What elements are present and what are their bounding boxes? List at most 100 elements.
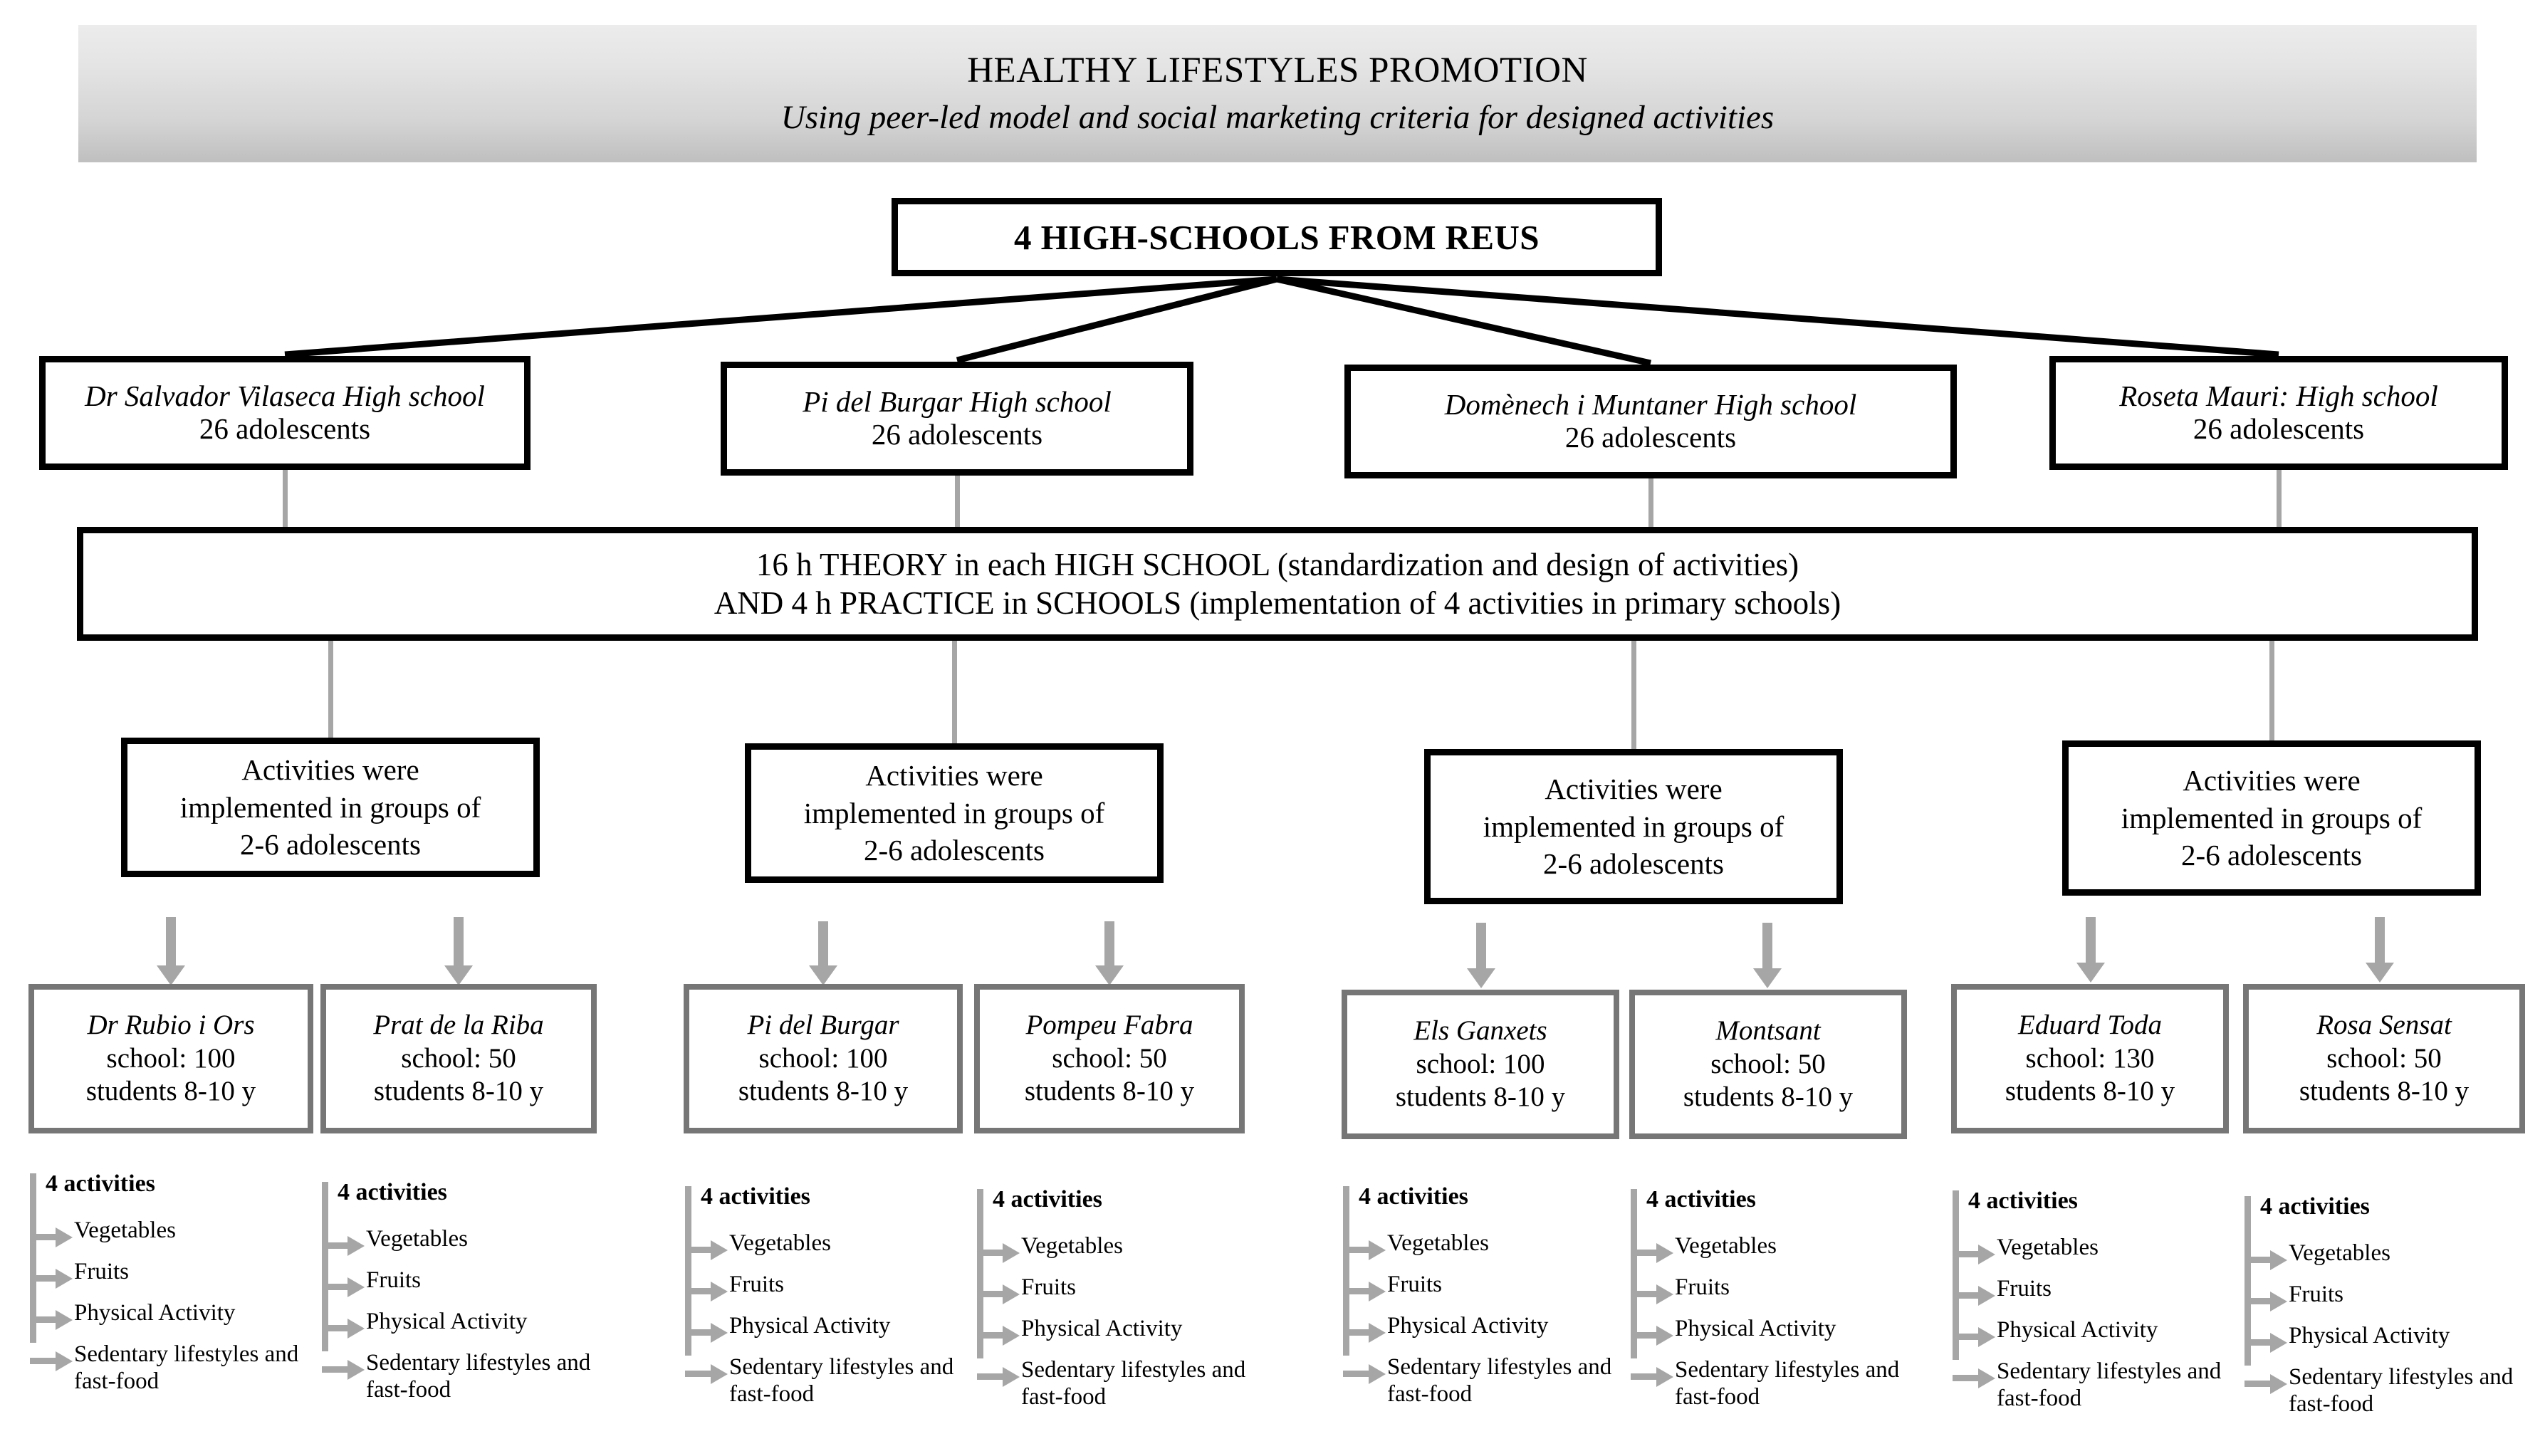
activity-item-label: Vegetables xyxy=(1021,1233,1123,1259)
primary-school-name: Montsant xyxy=(1715,1015,1821,1046)
activity-list-header: 4 activities xyxy=(1359,1183,1468,1210)
aw-line-3: 2-6 adolescents xyxy=(864,834,1045,867)
activity-list-0: 4 activities Vegetables Fruits Physical … xyxy=(30,1170,315,1394)
activity-spine xyxy=(1953,1190,1959,1360)
activity-item-label: Vegetables xyxy=(729,1230,831,1256)
arrow-right-icon xyxy=(30,1309,74,1330)
activity-item-label: Fruits xyxy=(366,1267,422,1293)
connector-theory-aw2 xyxy=(1631,641,1636,752)
activity-item: Physical Activity xyxy=(685,1313,890,1343)
activity-item: Sedentary lifestyles and fast-food xyxy=(1343,1354,1628,1408)
activity-spine xyxy=(977,1189,983,1358)
header-banner: HEALTHY LIFESTYLES PROMOTION Using peer-… xyxy=(78,25,2477,162)
high-school-box-1: Pi del Burgar High school 26 adolescents xyxy=(721,362,1193,476)
aw-line-2: implemented in groups of xyxy=(1483,810,1784,843)
arrow-right-icon xyxy=(1953,1243,1997,1264)
activity-item: Vegetables xyxy=(685,1230,831,1260)
primary-school-box-7: Rosa Sensat school: 50 students 8-10 y xyxy=(2243,984,2525,1133)
high-school-box-3: Roseta Mauri: High school 26 adolescents xyxy=(2049,356,2508,470)
high-school-name: Domènech i Muntaner High school xyxy=(1444,388,1857,421)
primary-school-count: school: 100 xyxy=(1416,1048,1545,1079)
activity-item-label: Sedentary lifestyles and fast-food xyxy=(74,1341,299,1394)
primary-school-count: school: 100 xyxy=(106,1042,236,1074)
connector-hs1-theory xyxy=(955,476,960,531)
activity-item-label: Fruits xyxy=(1997,1276,2052,1302)
primary-school-box-6: Eduard Toda school: 130 students 8-10 y xyxy=(1951,984,2229,1133)
activity-spine xyxy=(322,1182,328,1351)
arrow-right-icon xyxy=(1343,1363,1387,1384)
activity-item: Physical Activity xyxy=(2244,1323,2450,1353)
activity-item-label: Vegetables xyxy=(74,1217,176,1243)
high-school-box-2: Domènech i Muntaner High school 26 adole… xyxy=(1344,365,1957,478)
activity-item: Sedentary lifestyles and fast-food xyxy=(322,1350,607,1403)
activity-list-4: 4 activities Vegetables Fruits Physical … xyxy=(1343,1183,1628,1407)
arrow-right-icon xyxy=(1343,1239,1387,1260)
activity-item-label: Sedentary lifestyles and fast-food xyxy=(1021,1357,1246,1410)
activity-item: Sedentary lifestyles and fast-food xyxy=(2244,1364,2529,1418)
arrow-right-icon xyxy=(977,1324,1021,1346)
activity-list-7: 4 activities Vegetables Fruits Physical … xyxy=(2244,1193,2529,1417)
high-school-count: 26 adolescents xyxy=(871,418,1043,451)
activity-item: Vegetables xyxy=(977,1233,1123,1263)
connector-hs0-theory xyxy=(283,470,288,531)
activities-implemented-box-2: Activities were implemented in groups of… xyxy=(1424,749,1843,904)
arrow-right-icon xyxy=(685,1363,729,1384)
page-title: HEALTHY LIFESTYLES PROMOTION xyxy=(967,51,1588,91)
aw-line-1: Activities were xyxy=(865,759,1043,792)
activity-item: Physical Activity xyxy=(977,1316,1182,1346)
root-title-box: 4 HIGH-SCHOOLS FROM REUS xyxy=(892,198,1662,276)
activity-spine xyxy=(685,1186,691,1356)
arrow-down-to-school-3 xyxy=(1095,921,1124,985)
theory-line: 16 h THEORY in each HIGH SCHOOL (standar… xyxy=(756,547,1799,582)
activity-list-3: 4 activities Vegetables Fruits Physical … xyxy=(977,1186,1262,1410)
primary-school-box-5: Montsant school: 50 students 8-10 y xyxy=(1629,990,1907,1139)
activity-item-label: Vegetables xyxy=(1675,1233,1777,1259)
primary-school-name: Prat de la Riba xyxy=(373,1009,544,1040)
arrow-right-icon xyxy=(1631,1242,1675,1263)
activity-list-1: 4 activities Vegetables Fruits Physical … xyxy=(322,1179,607,1403)
primary-school-students: students 8-10 y xyxy=(2299,1076,2470,1107)
activity-item: Fruits xyxy=(2244,1282,2343,1311)
arrow-right-icon xyxy=(685,1239,729,1260)
arrow-right-icon xyxy=(685,1321,729,1343)
arrow-right-icon xyxy=(1953,1326,1997,1347)
activity-spine xyxy=(1631,1189,1637,1358)
arrow-right-icon xyxy=(1631,1324,1675,1346)
high-school-name: Dr Salvador Vilaseca High school xyxy=(85,379,485,413)
activity-item: Fruits xyxy=(322,1267,421,1297)
primary-school-students: students 8-10 y xyxy=(2005,1076,2175,1107)
activity-item: Fruits xyxy=(1953,1276,2052,1306)
activity-item-label: Vegetables xyxy=(1387,1230,1489,1256)
activity-spine xyxy=(30,1173,36,1343)
aw-line-2: implemented in groups of xyxy=(179,790,481,824)
primary-school-box-3: Pompeu Fabra school: 50 students 8-10 y xyxy=(974,984,1245,1133)
activity-item-label: Sedentary lifestyles and fast-food xyxy=(1387,1354,1612,1407)
activity-item: Sedentary lifestyles and fast-food xyxy=(685,1354,970,1408)
activity-item: Sedentary lifestyles and fast-food xyxy=(977,1357,1262,1410)
activity-list-header: 4 activities xyxy=(1968,1188,2078,1214)
root-title-label: 4 HIGH-SCHOOLS FROM REUS xyxy=(1014,217,1540,257)
arrow-right-icon xyxy=(322,1235,366,1256)
activity-item: Fruits xyxy=(1343,1272,1442,1302)
activity-item: Vegetables xyxy=(1953,1235,2099,1264)
activity-item-label: Physical Activity xyxy=(1387,1313,1549,1339)
activity-list-header: 4 activities xyxy=(993,1186,1102,1213)
arrow-right-icon xyxy=(1953,1367,1997,1388)
activity-list-header: 4 activities xyxy=(1646,1186,1756,1213)
activity-item: Physical Activity xyxy=(322,1309,527,1339)
arrow-right-icon xyxy=(2244,1373,2289,1394)
activity-item: Fruits xyxy=(1631,1274,1730,1304)
theory-practice-box: 16 h THEORY in each HIGH SCHOOL (standar… xyxy=(77,527,2478,641)
connector-theory-aw3 xyxy=(2269,641,2274,743)
activity-item-label: Sedentary lifestyles and fast-food xyxy=(366,1350,591,1403)
primary-school-name: Els Ganxets xyxy=(1413,1015,1547,1046)
connector-hs3-theory xyxy=(2277,470,2282,531)
arrow-right-icon xyxy=(2244,1290,2289,1311)
arrow-right-icon xyxy=(322,1276,366,1297)
primary-school-students: students 8-10 y xyxy=(1024,1076,1195,1107)
aw-line-1: Activities were xyxy=(2183,764,2361,797)
activity-spine xyxy=(2244,1196,2251,1366)
primary-school-students: students 8-10 y xyxy=(85,1076,256,1107)
primary-school-count: school: 100 xyxy=(758,1042,888,1074)
arrow-right-icon xyxy=(322,1358,366,1380)
